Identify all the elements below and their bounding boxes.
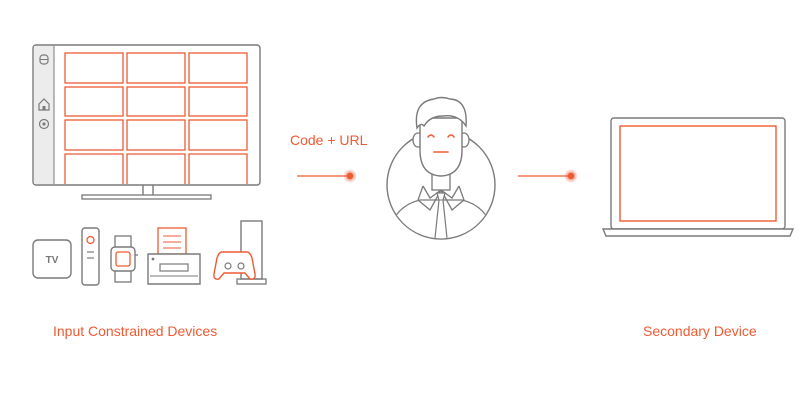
screen-tile-grid [64,52,248,184]
flow-arrow-right [518,169,578,183]
laptop-icon [601,117,795,237]
monitor-icon [32,44,261,200]
printer-icon [147,227,201,285]
left-caption: Input Constrained Devices [53,323,218,339]
watch-icon [110,235,138,283]
tv-box-icon: TV [32,239,72,279]
tv-badge-label: TV [46,255,59,266]
right-caption: Secondary Device [643,323,757,339]
flow-arrow-left [297,169,357,183]
user-avatar-icon [386,96,496,240]
remote-icon [81,227,100,286]
record-icon [38,118,50,130]
flow-label: Code + URL [290,132,368,148]
game-controller-icon [213,251,256,280]
home-icon [38,98,50,111]
lock-icon [39,54,49,65]
